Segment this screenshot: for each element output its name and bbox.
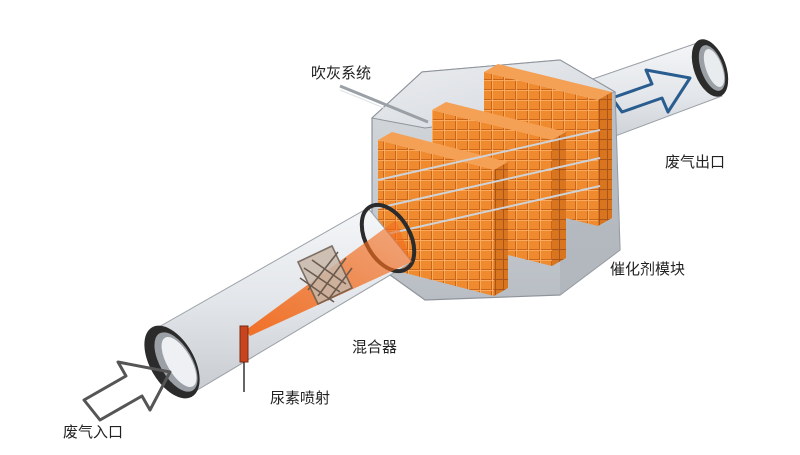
urea-nozzle xyxy=(239,325,249,392)
outlet-arrow-icon xyxy=(610,68,692,114)
label-mixer: 混合器 xyxy=(352,338,398,356)
mixer-grid xyxy=(296,244,354,306)
catalyst-modules xyxy=(377,64,612,296)
inlet-pipe xyxy=(144,202,417,399)
label-exhaust-inlet: 废气入口 xyxy=(63,423,124,441)
ash-blowing-pipe xyxy=(339,84,429,127)
label-ash-blowing-system: 吹灰系统 xyxy=(311,64,372,82)
label-catalyst-module: 催化剂模块 xyxy=(610,260,686,278)
soot-blower-lances xyxy=(377,129,601,237)
inlet-arrow-icon xyxy=(82,360,172,422)
label-urea-injection: 尿素喷射 xyxy=(270,389,331,407)
label-exhaust-outlet: 废气出口 xyxy=(665,153,726,171)
